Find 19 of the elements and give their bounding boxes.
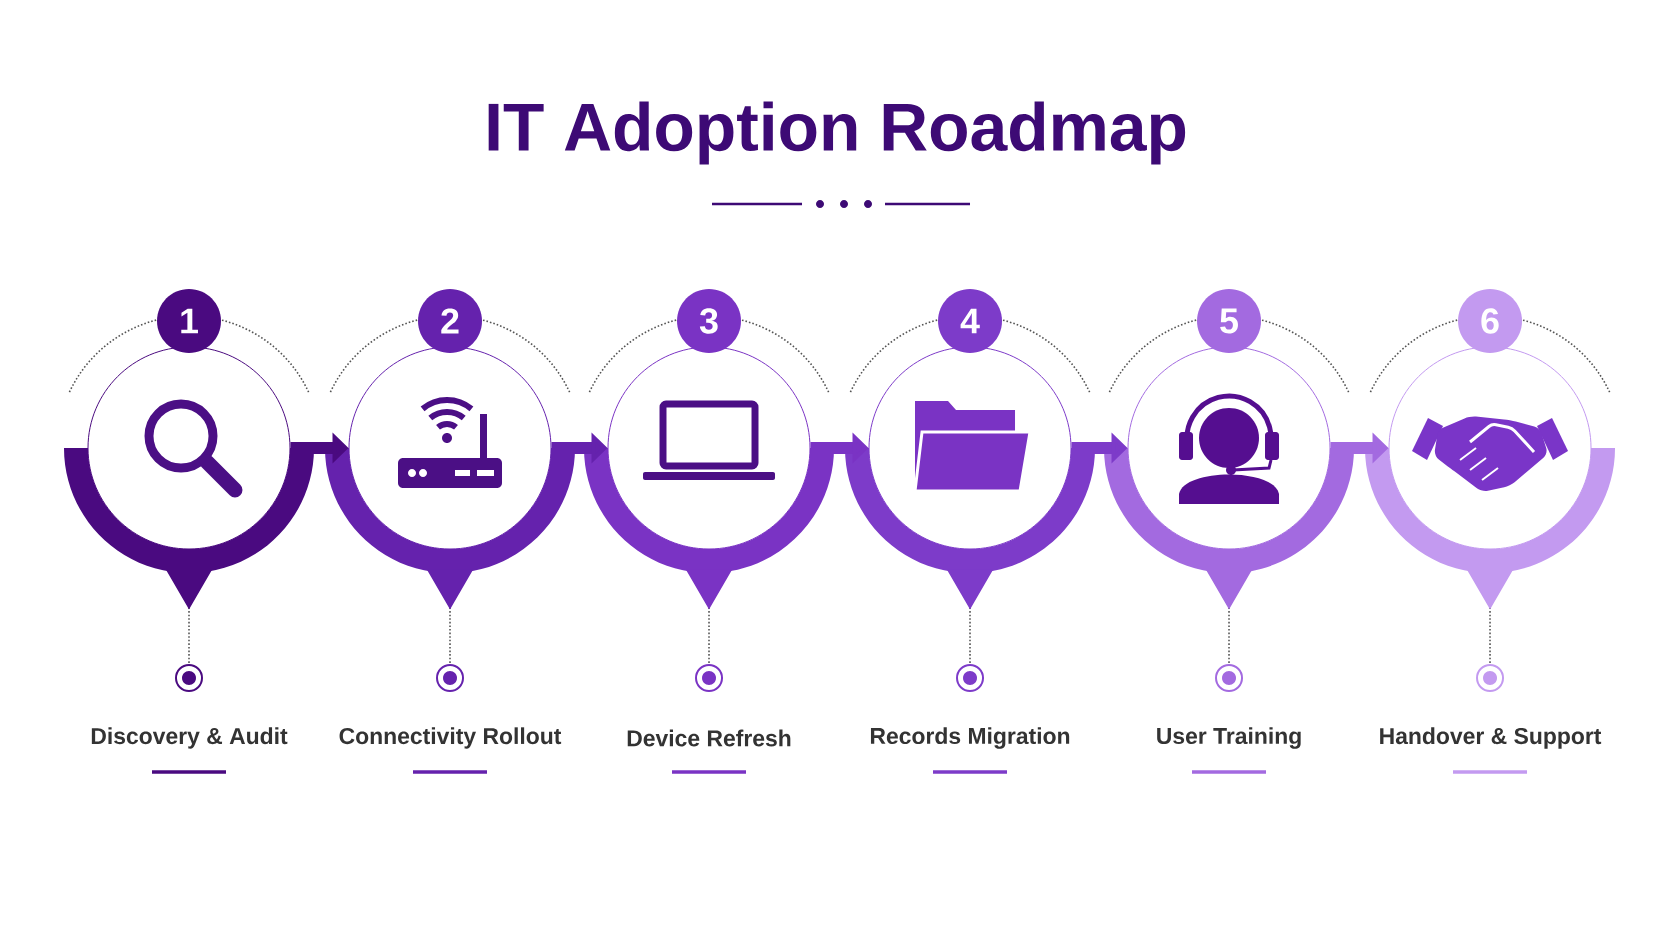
number-badge: 6 (1458, 289, 1522, 353)
number-badge: 1 (157, 289, 221, 353)
number-badge: 4 (938, 289, 1002, 353)
marker-dot (956, 664, 984, 692)
step-label: Connectivity Rollout (339, 727, 562, 749)
number-badge: 2 (418, 289, 482, 353)
step-label: Records Migration (870, 727, 1070, 749)
marker-dot (175, 664, 203, 692)
marker-dot (1215, 664, 1243, 692)
marker-dot (695, 664, 723, 692)
marker-dot (436, 664, 464, 692)
step-label: Handover & Support (1380, 727, 1602, 749)
step-label: User Training (1157, 727, 1301, 749)
number-badge: 5 (1197, 289, 1261, 353)
number-badge: 3 (677, 289, 741, 353)
marker-dot (1476, 664, 1504, 692)
step-label: Discovery & Audit (91, 727, 288, 749)
title: IT Adoption Roadmap (488, 101, 1186, 165)
step-label: Device Refresh (627, 729, 791, 747)
